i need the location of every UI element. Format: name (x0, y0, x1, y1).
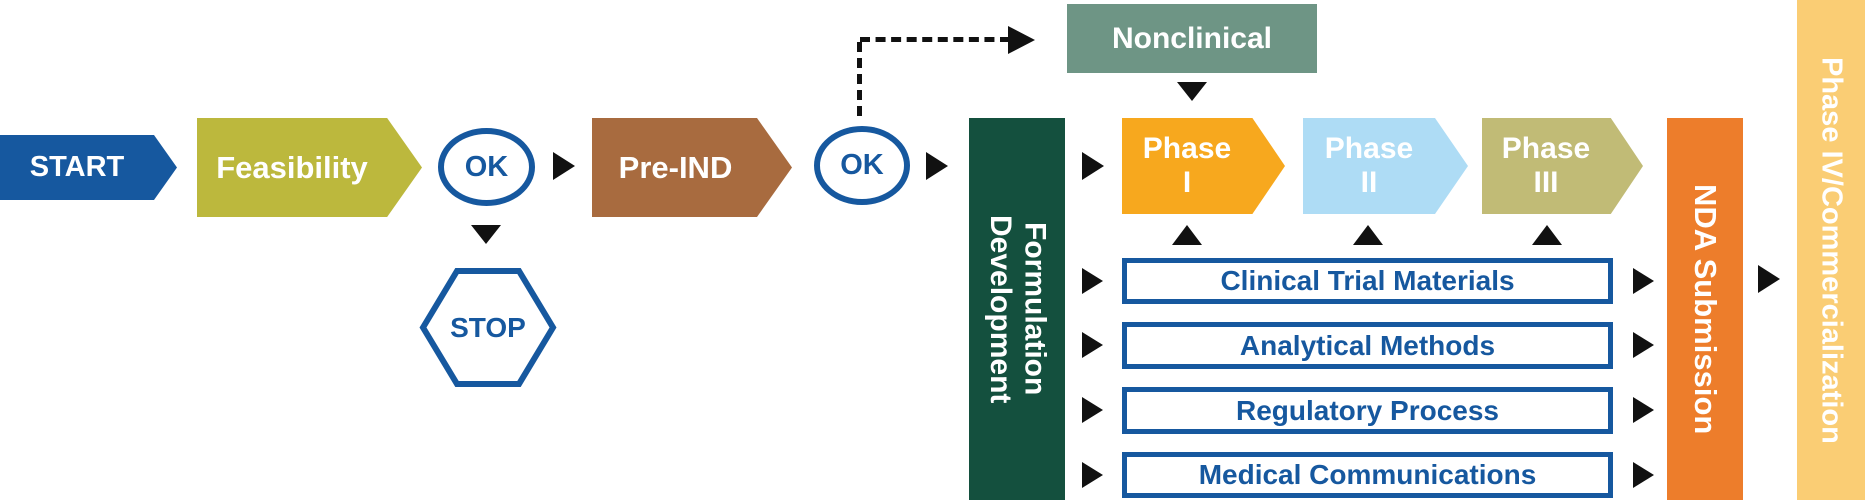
dashed-connector-vertical (857, 42, 862, 116)
workstream-clinical-trial-materials: Clinical Trial Materials (1122, 258, 1613, 304)
dashed-connector-horizontal (860, 37, 1010, 42)
stop-hexagon-icon (419, 268, 557, 387)
phase-3-node: Phase III (1482, 118, 1643, 214)
phase-1-label: Phase I (1142, 131, 1232, 200)
ok-decision-2: OK (814, 126, 910, 205)
arrow-down-icon (1177, 82, 1207, 101)
feasibility-label: Feasibility (216, 149, 368, 185)
arrow-right-icon (1008, 26, 1035, 54)
feasibility-node: Feasibility (197, 118, 422, 217)
ok-1-label: OK (464, 150, 509, 183)
pre-ind-label: Pre-IND (618, 149, 733, 185)
arrow-right-icon (1758, 265, 1780, 293)
ok-decision-1: OK (438, 128, 535, 206)
pre-ind-node: Pre-IND (592, 118, 792, 217)
workstream-label: Clinical Trial Materials (1220, 265, 1515, 296)
arrow-right-icon (926, 152, 948, 180)
start-node: START (0, 135, 177, 200)
arrow-right-icon (553, 152, 575, 180)
phase-4-commercialization-node: Phase IV/Commercialization (1797, 0, 1865, 500)
arrow-right-icon (1082, 152, 1104, 180)
phase-4-label: Phase IV/Commercialization (1815, 56, 1848, 444)
workstream-regulatory-process: Regulatory Process (1122, 387, 1613, 434)
workstream-label: Analytical Methods (1239, 329, 1496, 361)
workstream-label: Medical Communications (1198, 459, 1537, 490)
formulation-development-node: Formulation Development (969, 118, 1065, 500)
arrow-right-icon (1633, 397, 1654, 423)
arrow-up-icon (1353, 225, 1383, 245)
arrow-up-icon (1172, 225, 1202, 245)
phase-3-label: Phase III (1501, 131, 1591, 200)
formulation-development-label: Formulation Development (984, 214, 1052, 404)
ok-2-label: OK (840, 149, 884, 181)
arrow-right-icon (1633, 332, 1654, 358)
phase-1-node: Phase I (1122, 118, 1285, 214)
nonclinical-node: Nonclinical (1067, 4, 1317, 73)
workstream-label: Regulatory Process (1236, 394, 1499, 426)
phase-2-node: Phase II (1303, 118, 1468, 214)
arrow-right-icon (1633, 462, 1654, 488)
phase-2-label: Phase II (1324, 131, 1414, 200)
stop-label: STOP (450, 311, 526, 343)
stop-node: STOP (419, 267, 557, 388)
start-label: START (29, 150, 125, 183)
nda-submission-node: NDA Submission (1667, 118, 1743, 500)
nda-submission-label: NDA Submission (1687, 183, 1723, 435)
arrow-right-icon (1082, 332, 1103, 358)
arrow-down-icon (471, 225, 501, 244)
arrow-up-icon (1532, 225, 1562, 245)
arrow-right-icon (1082, 462, 1103, 488)
workstream-medical-communications: Medical Communications (1122, 452, 1613, 498)
workstream-analytical-methods: Analytical Methods (1122, 322, 1613, 369)
nonclinical-label: Nonclinical (1111, 21, 1273, 55)
arrow-right-icon (1082, 397, 1103, 423)
arrow-right-icon (1633, 268, 1654, 294)
arrow-right-icon (1082, 268, 1103, 294)
